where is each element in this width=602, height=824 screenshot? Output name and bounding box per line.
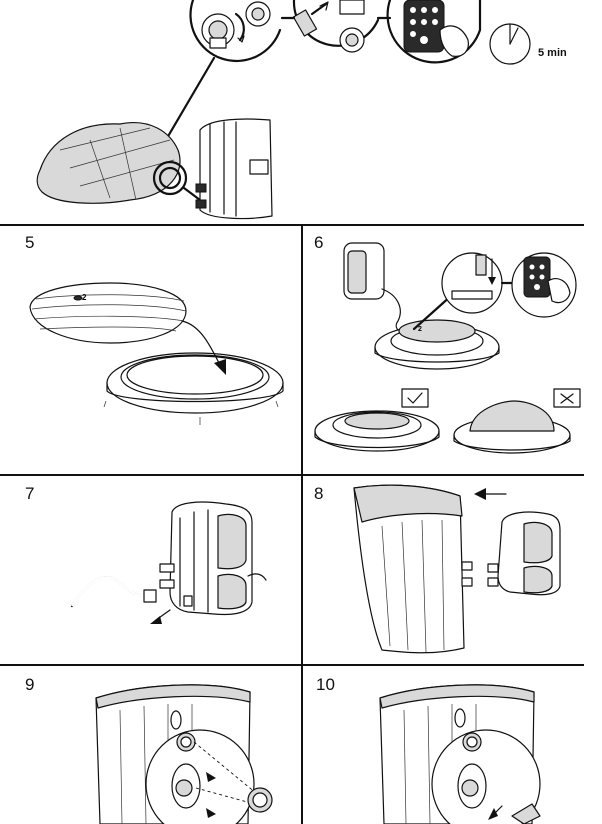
step-number-5: 5 <box>25 233 35 252</box>
divider-row2 <box>0 474 584 476</box>
step10-illustration <box>379 684 541 824</box>
valve-number-label: 2 <box>82 293 87 302</box>
top-inflation-illustration <box>36 0 531 220</box>
check-icon <box>401 388 429 408</box>
arrow-icon <box>474 488 486 500</box>
step-number-10: 10 <box>316 675 335 694</box>
step-number-7: 7 <box>25 484 35 503</box>
step9-illustration <box>95 684 273 824</box>
step7-illustration <box>70 501 267 624</box>
control-panel-circle <box>386 0 482 64</box>
deflated-spa <box>36 122 181 204</box>
arrow-icon <box>214 359 226 375</box>
step8-illustration <box>353 484 561 654</box>
spa-lid <box>29 282 187 344</box>
pump-unit-top <box>195 118 273 220</box>
step6-illustration <box>314 242 581 454</box>
detail-magnifier <box>431 729 541 824</box>
step-number-6: 6 <box>314 233 324 252</box>
divider-row3 <box>0 664 584 666</box>
hose-insert-circle <box>292 0 380 53</box>
step5-illustration <box>29 282 284 425</box>
detail-magnifier <box>145 729 255 824</box>
arrow-icon <box>150 616 162 624</box>
valve-detail-circle <box>189 0 282 63</box>
step-number-9: 9 <box>25 675 35 694</box>
divider-vertical <box>301 224 303 824</box>
timer-label: 5 min <box>538 47 567 59</box>
clock-icon <box>489 23 531 65</box>
valve-number-label-step6: 2 <box>418 326 422 333</box>
step-number-8: 8 <box>314 484 324 503</box>
divider-top <box>0 224 584 226</box>
